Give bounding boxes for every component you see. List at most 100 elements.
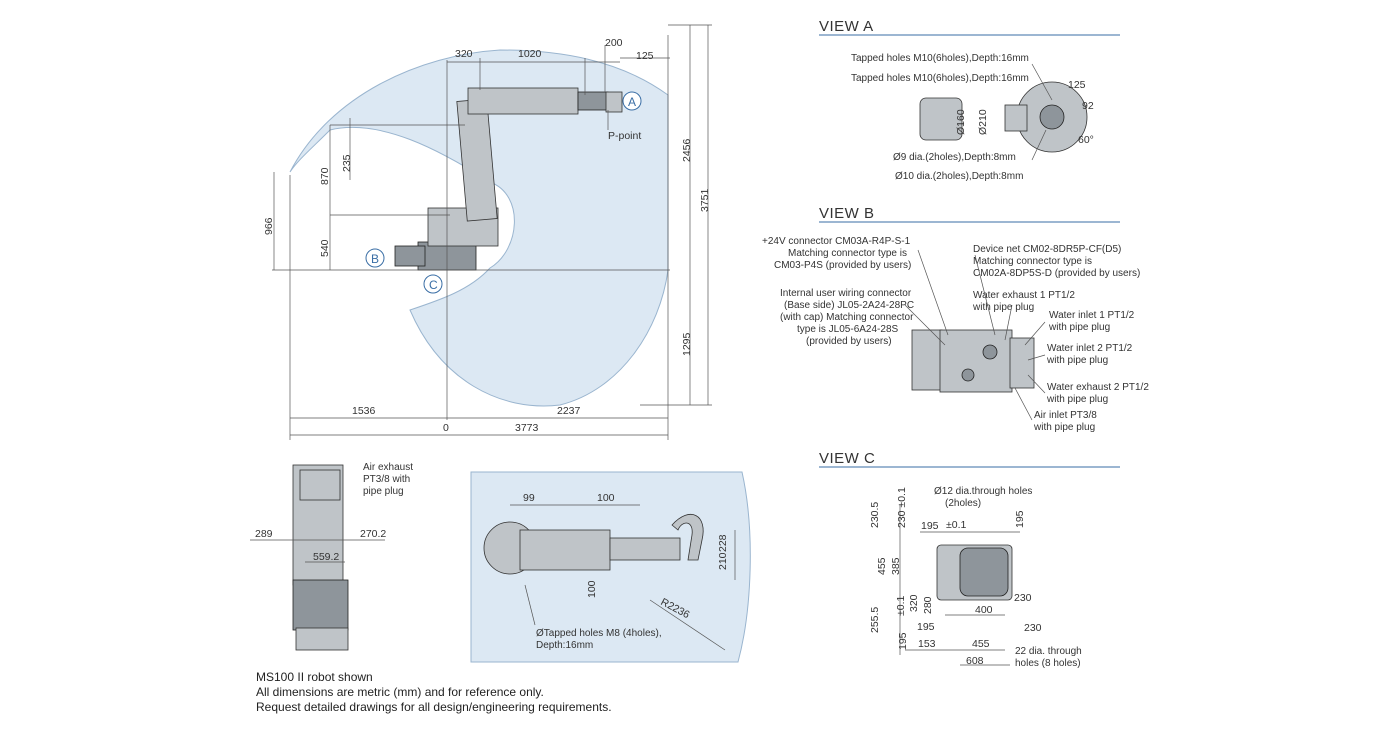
view-b-right-4: Water exhaust 1 PT1/2 [973, 290, 1075, 301]
view-b-right-1: Device net CM02-8DR5P-CF(D5) [973, 244, 1121, 255]
view-a-label-3: Ø9 dia.(2holes),Depth:8mm [893, 152, 1016, 163]
dim-559-2: 559.2 [313, 551, 339, 563]
view-c-dim-195-mid: 195 [917, 621, 935, 633]
view-a-adapter [1004, 104, 1028, 132]
note-model: MS100 II robot shown [256, 670, 373, 684]
view-c-dim-255-5: 255.5 [869, 607, 881, 633]
view-b-left-1: +24V connector CM03A-R4P-S-1 [762, 236, 911, 247]
view-c-label-2: (2holes) [945, 498, 981, 509]
top-view: 99 100 228 210 100 R2236 ØTapped holes M… [470, 471, 751, 663]
view-b-title: VIEW B [819, 205, 875, 222]
dim-966: 966 [263, 217, 275, 235]
view-c-dim-400: 400 [975, 604, 993, 616]
note-request: Request detailed drawings for all design… [256, 700, 612, 714]
view-b-left-6: (with cap) Matching connector [780, 312, 914, 323]
view-a-dim-210: Ø210 [977, 109, 989, 135]
view-a-label-2: Tapped holes M10(6holes),Depth:16mm [851, 73, 1029, 84]
dim-210: 210 [717, 552, 729, 570]
view-c-dim-455: 455 [876, 557, 888, 575]
view-a-dim-92: 92 [1082, 100, 1094, 112]
view-b-box-center [939, 329, 1013, 393]
view-a-center [1039, 104, 1065, 130]
air-exhaust-label-1: Air exhaust [363, 462, 413, 473]
view-b-right-13: with pipe plug [1033, 422, 1095, 433]
top-arm [519, 529, 611, 571]
marker-c-label: C [429, 278, 438, 292]
view-b-right-6: Water inlet 1 PT1/2 [1049, 310, 1135, 321]
dim-0: 0 [443, 422, 449, 434]
robot-flange [605, 91, 623, 113]
side-foot [295, 627, 349, 651]
view-a-label-1: Tapped holes M10(6holes),Depth:16mm [851, 53, 1029, 64]
air-exhaust-label-3: pipe plug [363, 486, 404, 497]
marker-a [622, 91, 642, 111]
view-a-title: VIEW A [819, 18, 874, 35]
view-c-dim-230-5: 230.5 [869, 502, 881, 528]
view-b-left-5: (Base side) JL05-2A24-28PC [784, 300, 914, 311]
view-c-label-4: holes (8 holes) [1015, 658, 1081, 669]
view-b-left-8: (provided by users) [806, 336, 892, 347]
view-a-wrist [919, 97, 963, 141]
dim-1295: 1295 [681, 332, 693, 356]
view-b-connector-2 [961, 368, 975, 382]
marker-b-label: B [371, 252, 379, 266]
robot-upper-arm [467, 87, 579, 115]
view-b-left-2: Matching connector type is [788, 248, 907, 259]
view-b-connector [982, 344, 998, 360]
main-side-view: 320 1020 200 125 2456 3751 1295 966 870 … [263, 24, 712, 440]
robot-wrist [577, 91, 609, 111]
dim-270-2: 270.2 [360, 528, 386, 540]
notes: MS100 II robot shown All dimensions are … [256, 670, 612, 714]
dim-320: 320 [455, 48, 473, 60]
dim-870: 870 [319, 167, 331, 185]
view-b-right-3: CM02A-8DP5S-D (provided by users) [973, 268, 1140, 279]
dim-125: 125 [636, 50, 654, 62]
view-c-dim-pm-2: ±0.1 [895, 595, 907, 616]
dim-540: 540 [319, 239, 331, 257]
view-b-right-7: with pipe plug [1048, 322, 1110, 333]
view-c: VIEW C Ø12 dia.through holes (2holes) 22… [819, 450, 1120, 669]
dim-99: 99 [523, 492, 535, 504]
dim-235: 235 [341, 154, 353, 172]
note-units: All dimensions are metric (mm) and for r… [256, 685, 544, 699]
view-b-box-right [1009, 337, 1035, 389]
view-b-left-7: type is JL05-6A24-28S [797, 324, 899, 335]
work-envelope [289, 49, 669, 407]
dim-2237: 2237 [557, 405, 581, 417]
dim-100: 100 [597, 492, 615, 504]
view-a-label-4: Ø10 dia.(2holes),Depth:8mm [895, 171, 1023, 182]
view-b-right-5: with pipe plug [972, 302, 1034, 313]
view-b-left-4: Internal user wiring connector [780, 288, 912, 299]
view-c-dim-195-low: 195 [897, 632, 909, 650]
view-b-left-3: CM03-P4S (provided by users) [774, 260, 911, 271]
view-c-dim-230-a: 230 [1014, 592, 1032, 604]
p-point-label: P-point [608, 130, 641, 142]
view-c-dim-280: 280 [922, 596, 934, 614]
view-c-dim-195-right: 195 [1014, 510, 1026, 528]
side-base [292, 579, 349, 631]
view-b-right-12: Air inlet PT3/8 [1034, 410, 1097, 421]
side-head [299, 469, 341, 501]
top-torch [671, 514, 704, 561]
view-a-dim-160: Ø160 [955, 109, 967, 135]
tapped-holes-label-2: Depth:16mm [536, 640, 593, 651]
dim-3751: 3751 [699, 188, 711, 212]
view-c-label-3: 22 dia. through [1015, 646, 1082, 657]
view-a: VIEW A Tapped holes M10(6holes),Depth:16… [819, 18, 1120, 182]
view-a-dim-125: 125 [1068, 79, 1086, 91]
rear-side-view: 289 270.2 559.2 Air exhaust PT3/8 with p… [250, 462, 413, 651]
dim-200: 200 [605, 37, 623, 49]
view-c-dim-230-b: 230 [1024, 622, 1042, 634]
marker-c [423, 274, 443, 294]
view-c-turret [959, 547, 1009, 597]
robot-motor [394, 245, 426, 267]
dim-1020: 1020 [518, 48, 542, 60]
view-b-right-10: Water exhaust 2 PT1/2 [1047, 382, 1149, 393]
dim-100-vert: 100 [586, 580, 598, 598]
view-c-title: VIEW C [819, 450, 875, 467]
marker-a-label: A [628, 95, 636, 109]
dim-2456: 2456 [681, 138, 693, 162]
view-c-dim-608: 608 [966, 655, 984, 667]
view-b-right-11: with pipe plug [1046, 394, 1108, 405]
